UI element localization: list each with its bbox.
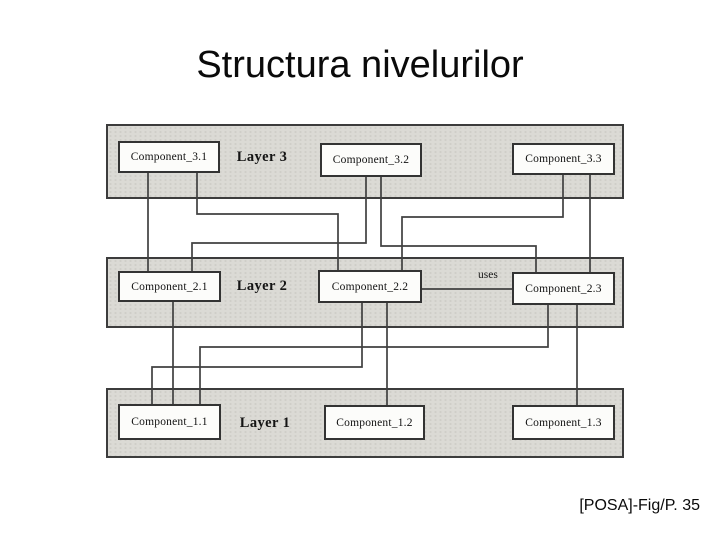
component-box-2-3: Component_2.3 bbox=[512, 272, 615, 305]
component-box-2-1: Component_2.1 bbox=[118, 271, 221, 302]
component-box-3-2: Component_3.2 bbox=[320, 143, 422, 177]
component-box-1-1: Component_1.1 bbox=[118, 404, 221, 440]
component-label: Component_3.3 bbox=[525, 153, 602, 165]
source-caption: [POSA]-Fig/P. 35 bbox=[579, 497, 700, 514]
component-box-1-2: Component_1.2 bbox=[324, 405, 425, 440]
component-label: Component_2.2 bbox=[331, 280, 409, 293]
layer-label-3: Layer 3 bbox=[236, 149, 288, 165]
layer-label-1: Layer 1 bbox=[239, 415, 291, 431]
component-label: Component_1.2 bbox=[336, 416, 413, 429]
uses-relation-label: uses bbox=[478, 269, 498, 281]
component-label: Component_3.1 bbox=[130, 151, 208, 163]
component-box-1-3: Component_1.3 bbox=[512, 405, 615, 440]
component-label: Component_1.3 bbox=[525, 416, 602, 429]
component-box-3-3: Component_3.3 bbox=[512, 143, 615, 175]
component-label: Component_2.3 bbox=[525, 282, 602, 295]
component-box-3-1: Component_3.1 bbox=[118, 141, 220, 173]
component-box-2-2: Component_2.2 bbox=[318, 270, 422, 303]
component-label: Component_3.2 bbox=[332, 154, 410, 166]
page-title: Structura nivelurilor bbox=[196, 44, 524, 86]
layer-label-2: Layer 2 bbox=[236, 278, 288, 294]
component-label: Component_2.1 bbox=[131, 280, 208, 293]
component-label: Component_1.1 bbox=[131, 416, 208, 428]
